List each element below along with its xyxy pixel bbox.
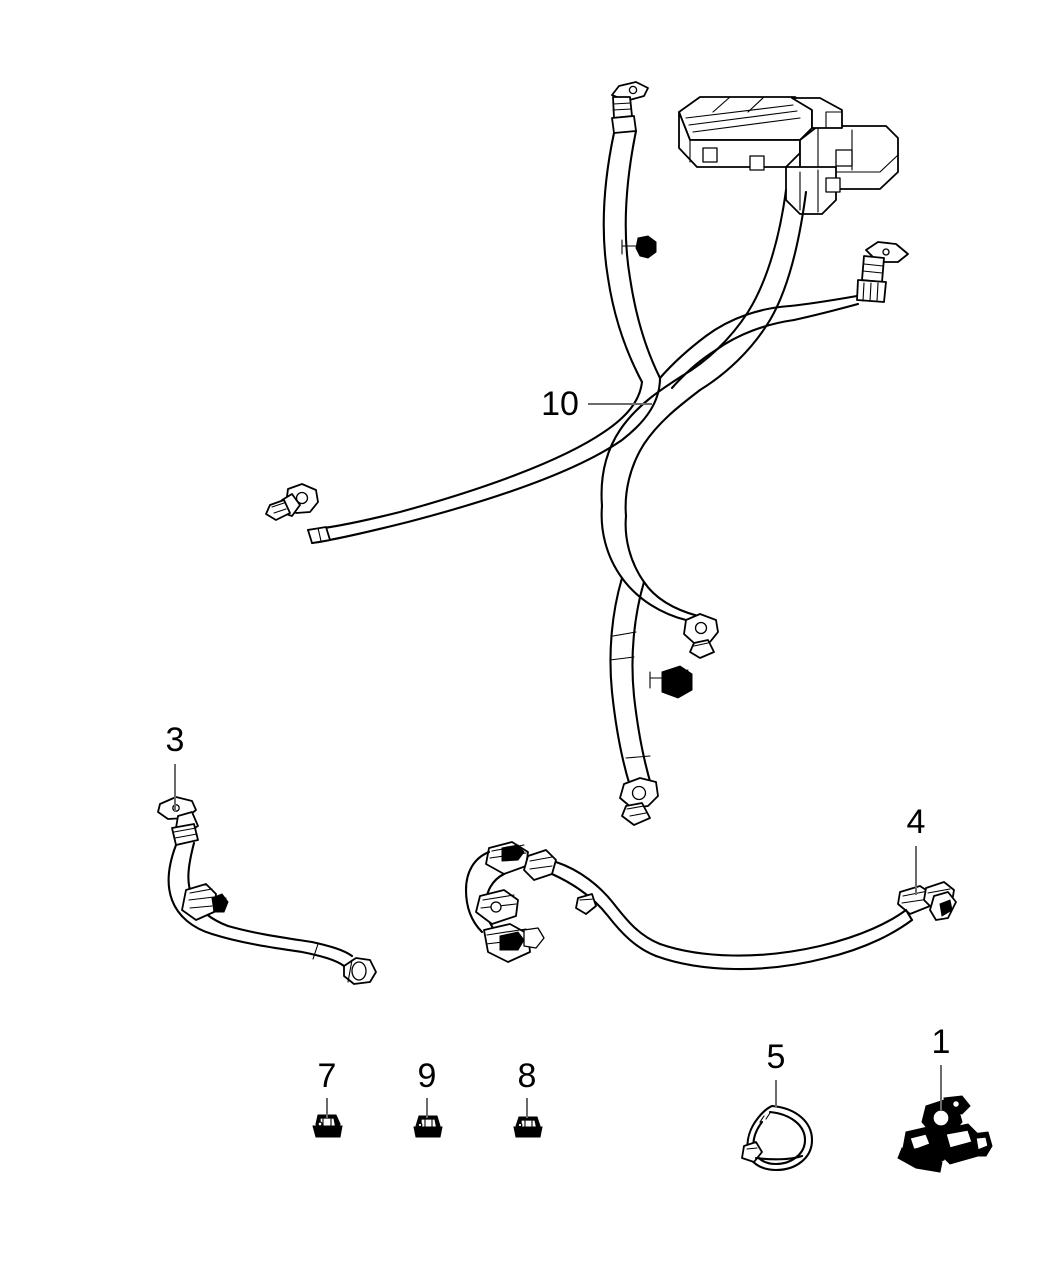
part-8-hex-flange-nut <box>513 1116 543 1138</box>
callout-leaders <box>174 403 942 1118</box>
cable-crossing-branch <box>658 334 718 390</box>
part-1-battery-sensor-terminal <box>897 1095 993 1173</box>
callout-label-1: 1 <box>932 1023 951 1061</box>
callout-label-3: 3 <box>166 721 185 759</box>
callout-label-5: 5 <box>767 1038 786 1076</box>
ring-terminal-left-end <box>265 483 331 544</box>
part-5-cable-tie <box>741 1104 814 1172</box>
positive-cable-left-branch <box>306 81 662 545</box>
callout-label-7: 7 <box>318 1057 337 1095</box>
part-4-negative-cable-end <box>897 881 957 922</box>
callout-label-8: 8 <box>518 1057 537 1095</box>
callout-label-10: 10 <box>541 385 579 423</box>
callout-numbers: 10 3 4 7 9 8 5 1 <box>166 385 951 1095</box>
connector-terminal-right <box>788 241 909 322</box>
power-distribution-center-fuse-box <box>678 96 899 215</box>
callout-label-9: 9 <box>418 1057 437 1095</box>
part-7-hex-flange-nut <box>312 1114 343 1138</box>
pdc-to-connector-wire <box>704 304 796 352</box>
part-3-ground-cable-assembly <box>157 796 377 985</box>
cable-with-retainer-clips <box>464 841 914 971</box>
lower-cable-leg-long <box>609 576 693 826</box>
callout-label-4: 4 <box>907 803 926 841</box>
positive-cable-right-branch <box>600 188 808 518</box>
part-9-hex-flange-nut <box>413 1115 443 1138</box>
